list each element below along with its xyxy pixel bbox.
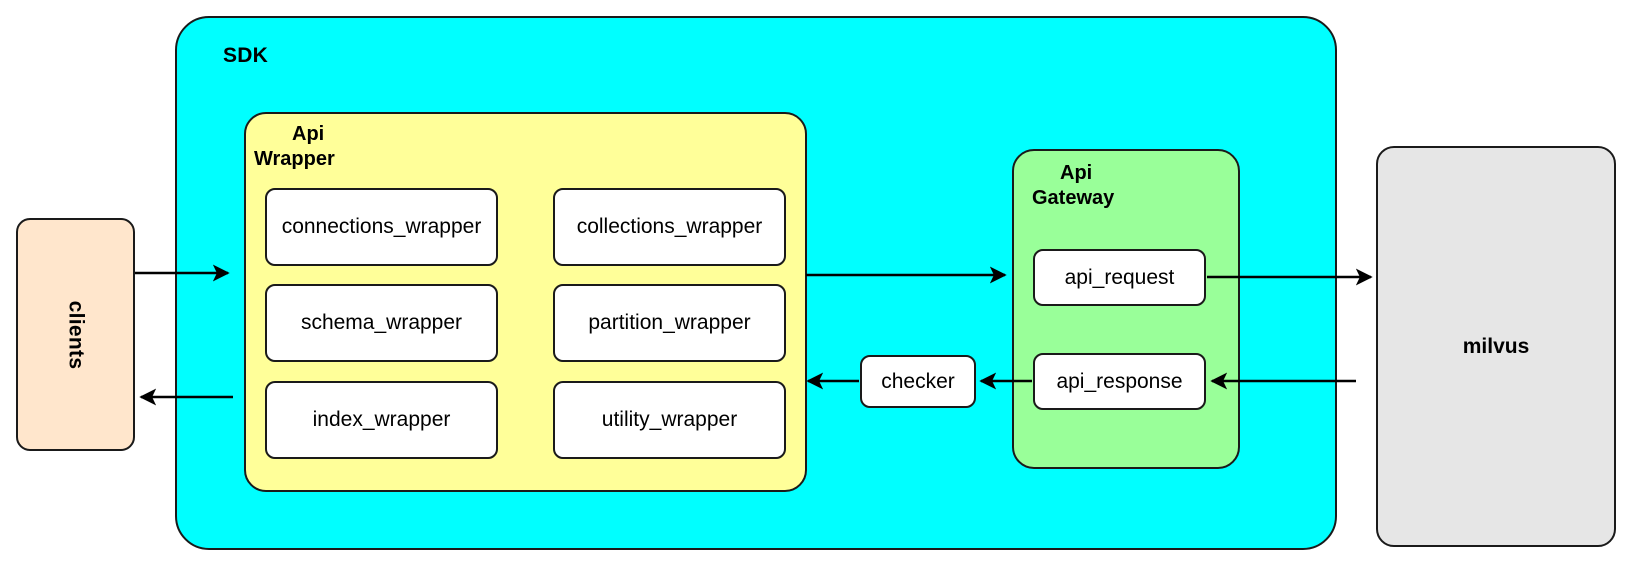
clients-label: clients [64, 300, 88, 369]
clients-box[interactable]: clients [16, 218, 135, 451]
module-api-response[interactable]: api_response [1033, 353, 1206, 410]
module-index-wrapper[interactable]: index_wrapper [265, 381, 498, 459]
module-partition-wrapper[interactable]: partition_wrapper [553, 284, 786, 362]
api-gateway-container: Api Gateway [1012, 149, 1240, 469]
api-wrapper-label: Api Wrapper [254, 122, 404, 172]
api-gateway-label-line2: Gateway [1032, 187, 1115, 209]
api-gateway-label-line1: Api [1060, 162, 1093, 184]
module-collections-wrapper[interactable]: collections_wrapper [553, 188, 786, 266]
module-connections-wrapper[interactable]: connections_wrapper [265, 188, 498, 266]
api-wrapper-label-line1: Api [292, 123, 325, 145]
milvus-box[interactable]: milvus [1376, 146, 1616, 547]
sdk-label: SDK [223, 44, 268, 67]
module-utility-wrapper[interactable]: utility_wrapper [553, 381, 786, 459]
api-wrapper-label-line2: Wrapper [254, 148, 335, 170]
module-api-request[interactable]: api_request [1033, 249, 1206, 306]
api-gateway-label: Api Gateway [1022, 161, 1192, 211]
module-schema-wrapper[interactable]: schema_wrapper [265, 284, 498, 362]
checker-box[interactable]: checker [860, 355, 976, 408]
